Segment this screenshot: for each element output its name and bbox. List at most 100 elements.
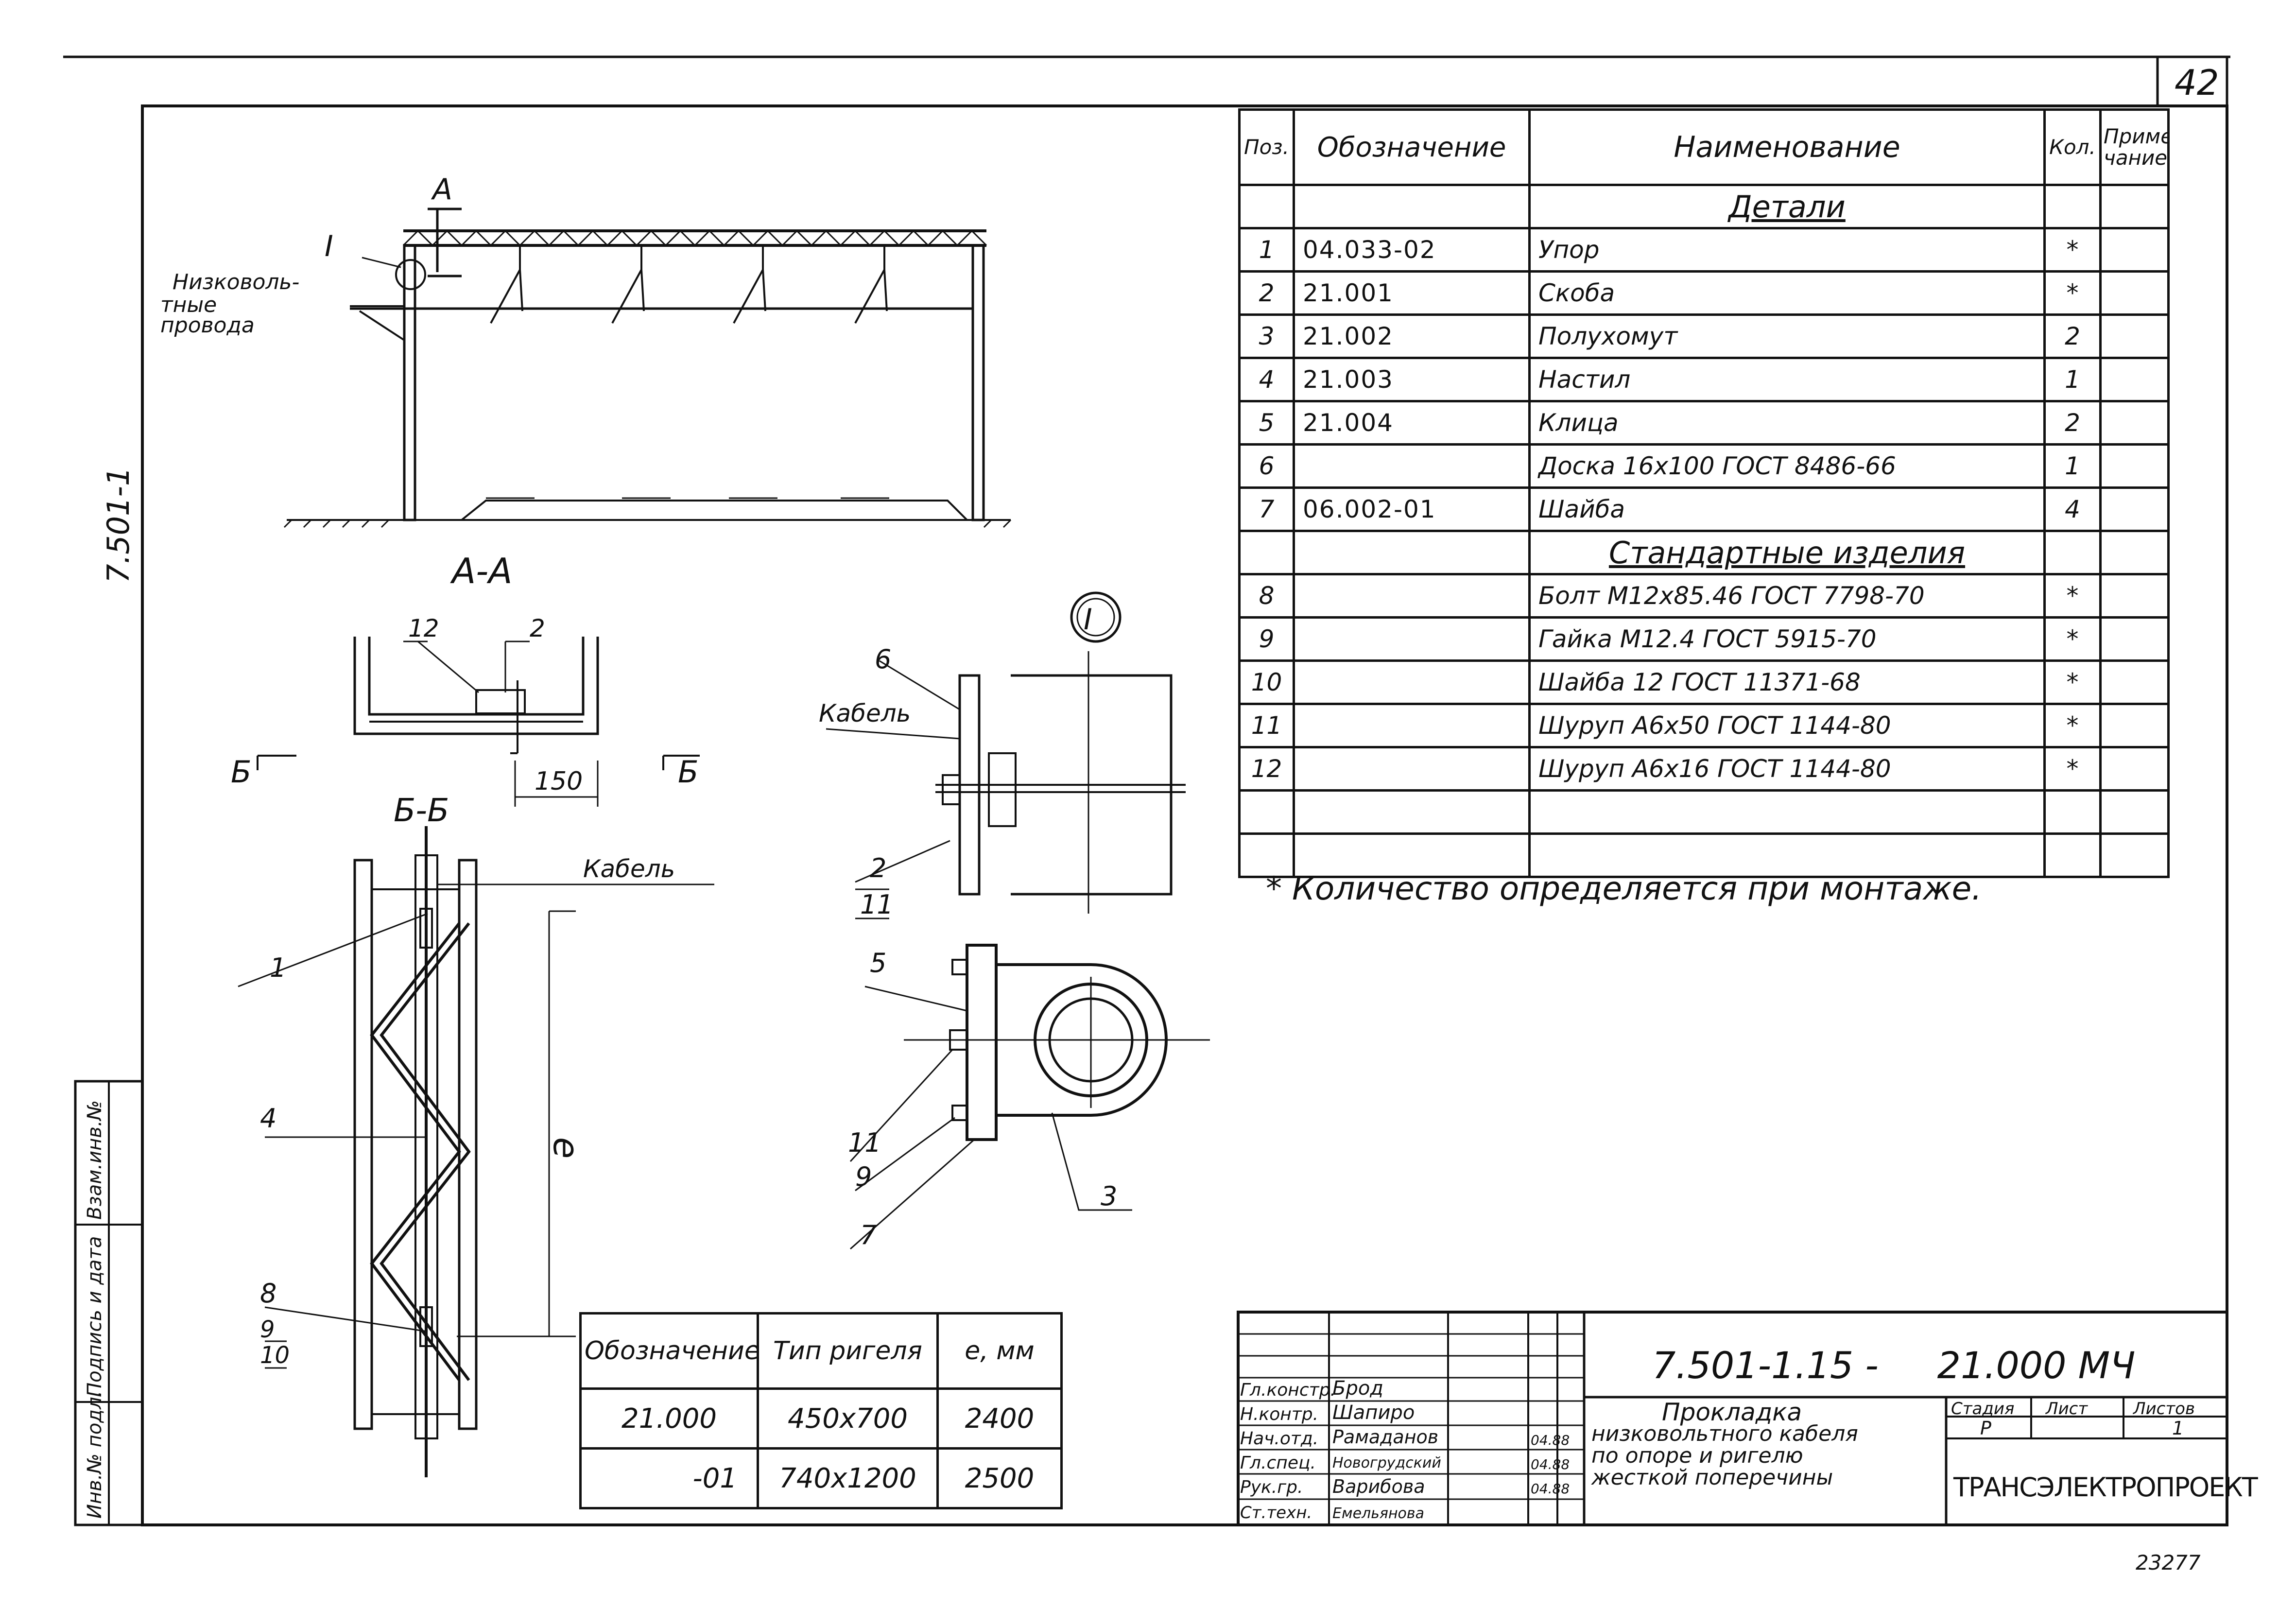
doc-code: 7.501-1.15 - 21.000 МЧ [1652,1344,2136,1387]
types-header-length: e, мм [936,1312,1063,1390]
types-cell: 2400 [936,1387,1063,1450]
bb-callout-1: 1 [270,952,286,983]
spec-desig [1293,616,1531,662]
spec-qty: 1 [2043,443,2102,489]
spec-section-row: Детали [1238,184,2170,229]
spec-pos: 9 [1238,616,1295,662]
node-callout-9: 9 [855,1161,872,1192]
spec-pos: 10 [1238,659,1295,705]
spec-qty: 2 [2043,400,2102,446]
signer-role: Рук.гр. [1240,1477,1303,1497]
types-cell: 21.000 [579,1387,759,1450]
sheets-value: 1 [2172,1418,2184,1439]
spec-header-qty: Кол. [2043,108,2102,186]
sheet-header: Лист [2046,1399,2088,1419]
signer-role: Нач.отд. [1240,1429,1319,1449]
title-line-1: Прокладка [1662,1398,1802,1426]
spec-name: Гайка М12.4 ГОСТ 5915-70 [1528,616,2046,662]
types-cell: -01 [579,1447,759,1509]
spec-section-details: Детали [1528,184,2046,229]
signer-name: Варибова [1332,1476,1425,1497]
spec-qty: * [2043,659,2102,705]
node-callout-7: 7 [860,1220,877,1250]
footnote-quantity: * Количество определяется при монтаже. [1266,870,1982,907]
spec-header-pos: Поз. [1238,108,1295,186]
spec-qty: * [2043,703,2102,748]
spec-desig: 04.033-02 [1293,227,1531,273]
spec-qty: 2 [2043,313,2102,359]
spec-pos: 7 [1238,486,1295,532]
title-line-4: жесткой поперечины [1591,1465,1833,1490]
spec-name: Шуруп А6х16 ГОСТ 1144-80 [1528,746,2046,792]
spec-desig: 21.001 [1293,270,1531,316]
side-code: 7.501-1 [101,467,136,583]
spec-desig [1293,443,1531,489]
sheets-header: Листов [2133,1399,2195,1419]
spec-pos: 4 [1238,357,1295,402]
table-row: 9 Гайка М12.4 ГОСТ 5915-70* [1238,616,2170,662]
aa-callout-2: 2 [530,614,545,642]
signer-name: Рамаданов [1332,1426,1439,1448]
section-bb [238,826,714,1477]
node-callout-5: 5 [870,948,886,978]
spec-pos: 2 [1238,270,1295,316]
spec-qty: * [2043,270,2102,316]
truss-elevation [283,208,1012,528]
spec-desig [1293,746,1531,792]
spec-qty: * [2043,573,2102,619]
spec-header-name: Наименование [1528,108,2046,186]
spec-qty: 4 [2043,486,2102,532]
signer-name: Емельянова [1332,1505,1424,1522]
specification-table: Поз. Обозначение Наименование Кол. Приме… [1238,108,2170,878]
signer-name: Брод [1332,1377,1383,1400]
arrow-b-right: Б [678,754,699,790]
spec-section-standard: Стандартные изделия [1528,530,2046,575]
side-field-inv: Инв.№ подл. [84,1391,106,1519]
arrow-b-left: Б [231,754,252,790]
signer-name: Новогрудский [1332,1454,1441,1471]
spec-desig: 21.004 [1293,400,1531,446]
types-header-designation: Обозначение [579,1312,760,1390]
section-aa [257,637,700,807]
spec-name: Шайба [1528,486,2046,532]
node-callout-6: 6 [875,644,891,675]
types-cell: 450х700 [757,1387,939,1450]
aa-callout-12: 12 [408,614,439,642]
spec-desig [1293,573,1531,619]
beam-types-table: Обозначение Тип ригеля e, мм 21.000 450х… [579,1312,1063,1509]
spec-name: Доска 16х100 ГОСТ 8486-66 [1528,443,2046,489]
spec-qty: * [2043,746,2102,792]
spec-section-row: Стандартные изделия [1238,530,2170,575]
spec-qty: 1 [2043,357,2102,402]
spec-header-row: Поз. Обозначение Наименование Кол. Приме… [1238,108,2170,186]
dim-length-e: e [546,1137,587,1159]
spec-pos: 5 [1238,400,1295,446]
node-callout-11b: 11 [848,1127,881,1158]
bb-callout-9: 9 [260,1316,275,1343]
cable-label-node: Кабель [819,699,911,727]
bb-callout-4: 4 [260,1103,276,1134]
low-voltage-label-2: тные [160,293,217,317]
table-row: 21.000 450х700 2400 [579,1387,1063,1450]
spec-qty: * [2043,616,2102,662]
spec-name: Скоба [1528,270,2046,316]
signer-date: 04.88 [1531,1432,1570,1448]
cable-label-bb: Кабель [583,855,675,883]
types-cell: 2500 [936,1447,1063,1509]
node-callout-3: 3 [1101,1181,1117,1211]
stage-header: Стадия [1951,1399,2015,1419]
section-a-arrow-label: А [431,173,452,207]
node-callout-2: 2 [870,853,886,883]
bb-callout-8: 8 [260,1278,276,1309]
page-number: 42 [2175,62,2219,103]
